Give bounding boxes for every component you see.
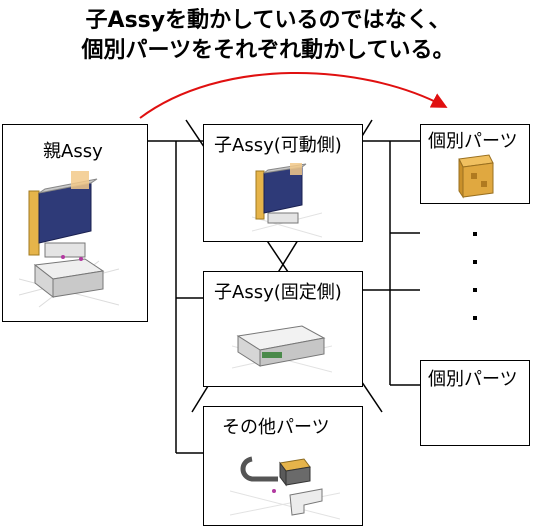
individual-part-bottom-box: 個別パーツ — [420, 360, 530, 446]
ellipsis-dot — [473, 316, 477, 320]
child-assy-fixed-box: 子Assy(固定側) — [203, 271, 363, 387]
title-line-2: 個別パーツをそれぞれ動かしている。 — [81, 38, 455, 63]
child-assy-fixed-label: 子Assy(固定側) — [214, 282, 342, 303]
parent-assy-box: 親Assy — [2, 124, 148, 322]
title-line-1: 子Assyを動かしているのではなく、 — [85, 8, 451, 33]
display-unit-3d-icon — [252, 163, 322, 238]
other-parts-label: その他パーツ — [222, 417, 330, 438]
individual-part-bottom-label: 個別パーツ — [428, 369, 518, 390]
flow-arrow — [139, 71, 448, 119]
assembly-3d-icon — [19, 171, 119, 308]
other-parts-box: その他パーツ — [203, 406, 363, 526]
ellipsis-dot — [473, 232, 477, 236]
individual-part-top-box: 個別パーツ — [420, 124, 530, 204]
parent-assy-label: 親Assy — [43, 141, 103, 162]
ellipsis-dot — [473, 288, 477, 292]
individual-part-top-label: 個別パーツ — [428, 131, 518, 152]
bracket-3d-icon — [458, 154, 494, 199]
ellipsis-dot — [473, 260, 477, 264]
child-assy-movable-label: 子Assy(可動側) — [214, 135, 342, 156]
hook-and-parts-3d-icon — [230, 456, 340, 520]
child-assy-movable-box: 子Assy(可動側) — [203, 124, 363, 242]
base-case-3d-icon — [232, 325, 332, 373]
